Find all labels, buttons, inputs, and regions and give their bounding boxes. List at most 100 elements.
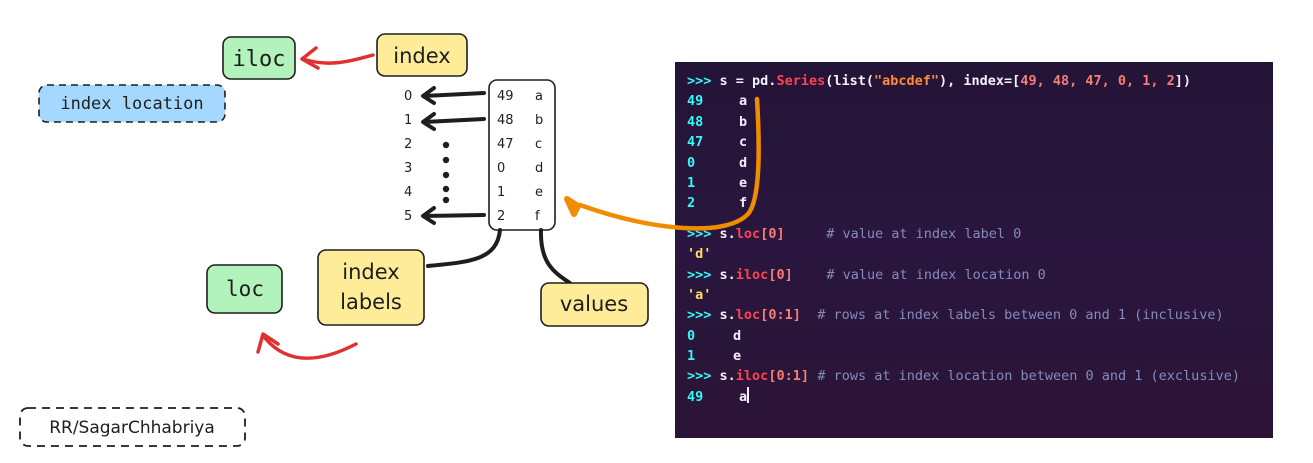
terminal-output-3: 'a' xyxy=(687,286,712,303)
loc-box: loc xyxy=(206,264,283,314)
code-string: "abcdef" xyxy=(874,73,940,89)
row-value: b xyxy=(739,113,748,130)
code-arg: [0] xyxy=(768,266,793,283)
index-location-label: index location xyxy=(60,94,203,114)
code-text: (list( xyxy=(825,73,874,89)
red-arrow-labels-to-loc xyxy=(263,336,358,360)
index-labels-line1: index xyxy=(342,260,399,284)
terminal-line-cmd3: >>> s.iloc[0] # value at index location 0 xyxy=(687,265,1273,285)
code-function: loc xyxy=(735,307,761,324)
iloc-label: iloc xyxy=(233,47,286,72)
prompt: >>> xyxy=(687,368,712,385)
code-text: s. xyxy=(719,266,736,283)
series-index-2: 47 xyxy=(497,137,514,152)
terminal-line-cmd4: >>> s.loc[0:1] # rows at index labels bet… xyxy=(687,305,1273,325)
code-text: s. xyxy=(719,225,736,242)
terminal-line-cmd5: >>> s.iloc[0:1]# rows at index location … xyxy=(687,366,1273,386)
code-text: ), index=[ xyxy=(939,73,1021,89)
code-text: ]) xyxy=(1174,73,1192,89)
series-row: 48 b xyxy=(687,112,1273,132)
terminal-line-cmd2: >>> s.loc[0] # value at index label 0 xyxy=(687,224,1273,244)
red-arrow-index-to-iloc xyxy=(301,53,375,65)
code-function: Series xyxy=(776,73,826,89)
position-0: 0 xyxy=(404,89,412,104)
index-box: index xyxy=(376,33,468,77)
row-index: 48 xyxy=(687,113,704,130)
connector-values xyxy=(538,228,572,285)
row-value: c xyxy=(739,134,748,151)
index-labels-box: index labels xyxy=(317,249,425,326)
code-text: s. xyxy=(719,368,736,385)
terminal-panel: >>> s = pd.Series(list("abcdef"), index=… xyxy=(675,62,1273,438)
index-location-box: index location xyxy=(38,84,226,123)
series-row: 49 a xyxy=(687,91,1273,111)
credit-box: RR/SagarChhabriya xyxy=(19,407,246,447)
row-value: a xyxy=(739,388,748,405)
loc-label: loc xyxy=(226,277,264,301)
credit-label: RR/SagarChhabriya xyxy=(49,418,215,438)
series-value-1: b xyxy=(535,113,543,128)
black-arrows xyxy=(421,86,486,225)
row-index: 1 xyxy=(687,348,696,365)
index-label: index xyxy=(393,44,450,68)
position-2: 2 xyxy=(404,137,412,152)
row-value: e xyxy=(733,348,742,365)
row-index: 49 xyxy=(687,93,704,110)
code-arg: [0] xyxy=(760,225,785,242)
terminal-line-cmd1: >>> s = pd.Series(list("abcdef"), index=… xyxy=(687,71,1273,91)
prompt: >>> xyxy=(687,225,712,242)
values-box: values xyxy=(540,282,649,327)
row-value: f xyxy=(739,195,748,212)
code-numbers: 49, 48, 47, 0, 1, 2 xyxy=(1020,73,1175,89)
series-index-5: 2 xyxy=(497,209,505,224)
series-row: 49 a xyxy=(687,386,1273,407)
ellipsis-dots xyxy=(442,141,450,204)
row-value: e xyxy=(739,174,748,191)
series-value-2: c xyxy=(535,137,542,152)
terminal-output-2: 'd' xyxy=(687,246,712,263)
series-value-3: d xyxy=(535,161,543,176)
code-text: s = pd. xyxy=(719,73,777,89)
connector-index-labels xyxy=(426,228,502,268)
series-value-4: e xyxy=(535,185,543,200)
prompt: >>> xyxy=(687,307,712,324)
position-4: 4 xyxy=(404,185,412,200)
row-value: d xyxy=(733,327,742,344)
iloc-box: iloc xyxy=(222,36,296,80)
code-text: s. xyxy=(719,307,736,324)
red-arrow-head-iloc xyxy=(300,46,320,70)
code-function: iloc xyxy=(735,368,769,385)
red-arrow-head-loc xyxy=(256,332,280,354)
code-comment: # value at index location 0 xyxy=(826,266,1046,283)
position-3: 3 xyxy=(404,161,412,176)
prompt: >>> xyxy=(687,266,712,283)
series-index-3: 0 xyxy=(497,161,505,176)
code-function: loc xyxy=(735,225,761,242)
series-index-1: 48 xyxy=(497,113,514,128)
row-value: a xyxy=(739,93,748,110)
code-comment: # value at index label 0 xyxy=(826,225,1022,242)
series-index-4: 1 xyxy=(497,185,505,200)
code-function: iloc xyxy=(735,266,769,283)
row-index: 0 xyxy=(687,154,696,171)
row-value: d xyxy=(739,154,748,171)
series-box: 49 48 47 0 1 2 a b c d e f xyxy=(488,79,556,231)
code-comment: # rows at index location between 0 and 1… xyxy=(817,368,1240,385)
row-index: 0 xyxy=(687,327,696,344)
position-column: 0 1 2 3 4 5 xyxy=(404,89,412,224)
series-value-5: f xyxy=(535,209,540,224)
row-index: 49 xyxy=(687,388,704,405)
code-comment: # rows at index labels between 0 and 1 (… xyxy=(817,307,1224,324)
series-row: 47 c xyxy=(687,132,1273,152)
position-5: 5 xyxy=(404,209,412,224)
row-index: 47 xyxy=(687,134,704,151)
prompt: >>> xyxy=(687,73,712,89)
text-cursor xyxy=(747,386,749,403)
code-arg: [0:1] xyxy=(760,307,801,324)
